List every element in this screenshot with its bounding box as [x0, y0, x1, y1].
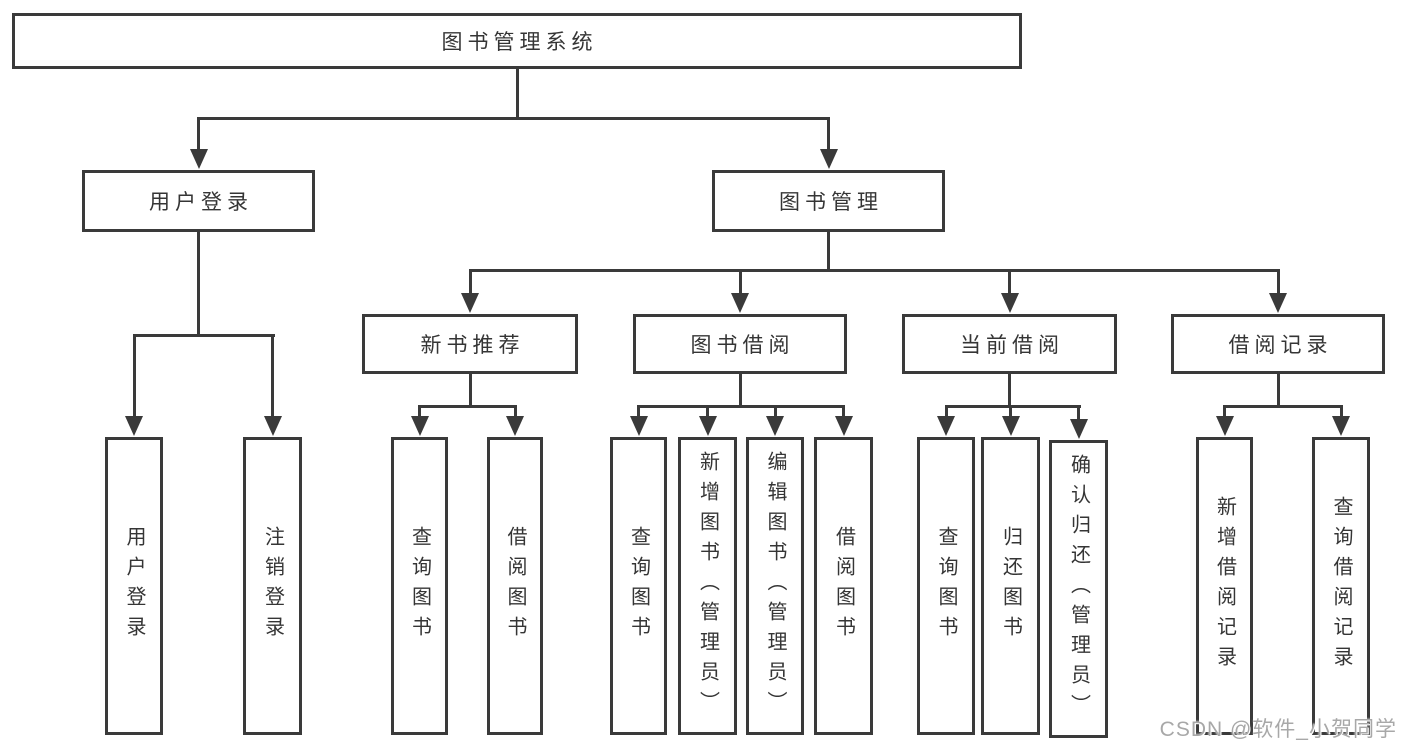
connector-drop-leaf-logout — [271, 335, 274, 421]
arrow-into-current-borrow — [1001, 293, 1019, 313]
arrow-into-leaf-nbr-query — [411, 416, 429, 436]
arrow-into-leaf-cb-confirm — [1070, 419, 1088, 439]
arrow-into-leaf-bb-borrow — [835, 416, 853, 436]
node-borrow-record: 借阅记录 — [1171, 314, 1385, 374]
node-leaf-br-query: 查询借阅记录 — [1312, 437, 1370, 735]
connector-stem-current-borrow — [1008, 374, 1011, 406]
connector-drop-leaf-user-login — [133, 335, 136, 421]
node-label-leaf-br-add: 新增借阅记录 — [1213, 496, 1236, 676]
node-label-book-mgmt: 图书管理 — [779, 191, 883, 214]
arrow-into-leaf-user-login — [125, 416, 143, 436]
node-leaf-br-add: 新增借阅记录 — [1196, 437, 1253, 735]
node-label-new-book-rec: 新书推荐 — [420, 334, 525, 357]
node-leaf-nbr-query: 查询图书 — [391, 437, 448, 735]
node-label-leaf-user-login: 用户登录 — [123, 526, 145, 646]
node-leaf-bb-borrow: 借阅图书 — [814, 437, 873, 735]
connector-drop-new-book-rec — [469, 270, 472, 298]
arrow-into-leaf-bb-add — [699, 416, 717, 436]
connector-bar-book-mgmt — [469, 269, 1280, 272]
arrow-into-leaf-logout — [264, 416, 282, 436]
connector-drop-leaf-bb-query — [637, 406, 640, 421]
connector-stem-new-book-rec — [469, 374, 472, 406]
node-label-borrow-record: 借阅记录 — [1228, 334, 1333, 357]
connector-drop-book-mgmt — [827, 118, 830, 154]
connector-drop-leaf-nbr-borrow — [514, 406, 517, 421]
node-label-leaf-bb-borrow: 借阅图书 — [832, 526, 855, 646]
node-leaf-logout: 注销登录 — [243, 437, 302, 735]
node-label-leaf-cb-confirm: 确认归还（管理员） — [1067, 454, 1090, 724]
arrow-into-leaf-cb-query — [937, 416, 955, 436]
connector-drop-leaf-cb-return — [1009, 406, 1012, 421]
arrow-into-book-borrow — [731, 293, 749, 313]
node-label-leaf-cb-query: 查询图书 — [935, 526, 957, 646]
connector-stem-user-login — [197, 232, 200, 335]
node-label-system: 图书管理系统 — [441, 31, 598, 54]
connector-drop-current-borrow — [1008, 270, 1011, 298]
connector-bar-system — [197, 117, 830, 120]
node-new-book-rec: 新书推荐 — [362, 314, 578, 374]
node-leaf-nbr-borrow: 借阅图书 — [487, 437, 543, 735]
connector-drop-borrow-record — [1277, 270, 1280, 298]
connector-bar-borrow-record — [1223, 405, 1343, 408]
connector-stem-system — [516, 69, 519, 118]
node-label-user-login: 用户登录 — [149, 191, 253, 214]
node-label-leaf-nbr-borrow: 借阅图书 — [504, 526, 526, 646]
connector-drop-leaf-nbr-query — [418, 406, 421, 421]
node-system: 图书管理系统 — [12, 13, 1022, 69]
node-label-leaf-br-query: 查询借阅记录 — [1330, 496, 1352, 676]
arrow-into-leaf-br-query — [1332, 416, 1350, 436]
connector-bar-user-login — [133, 334, 275, 337]
arrow-into-leaf-nbr-borrow — [506, 416, 524, 436]
connector-stem-book-mgmt — [827, 232, 830, 270]
node-user-login: 用户登录 — [82, 170, 315, 232]
node-book-borrow: 图书借阅 — [633, 314, 847, 374]
arrow-into-leaf-bb-query — [630, 416, 648, 436]
connector-bar-book-borrow — [637, 405, 845, 408]
arrow-into-leaf-br-add — [1216, 416, 1234, 436]
arrow-into-leaf-cb-return — [1002, 416, 1020, 436]
connector-stem-book-borrow — [739, 374, 742, 406]
connector-drop-leaf-cb-confirm — [1077, 406, 1080, 424]
watermark: CSDN @软件_小贺同学 — [1159, 718, 1397, 741]
connector-bar-new-book-rec — [418, 405, 517, 408]
connector-drop-leaf-br-query — [1340, 406, 1343, 421]
node-label-leaf-cb-return: 归还图书 — [999, 526, 1022, 646]
connector-drop-leaf-bb-borrow — [842, 406, 845, 421]
connector-drop-leaf-bb-edit — [774, 406, 777, 421]
node-leaf-user-login: 用户登录 — [105, 437, 163, 735]
connector-drop-leaf-cb-query — [945, 406, 948, 421]
connector-bar-current-borrow — [945, 405, 1081, 408]
arrow-into-leaf-bb-edit — [766, 416, 784, 436]
arrow-into-book-mgmt — [820, 149, 838, 169]
node-label-leaf-nbr-query: 查询图书 — [408, 526, 431, 646]
node-label-current-borrow: 当前借阅 — [960, 334, 1064, 357]
node-leaf-cb-return: 归还图书 — [981, 437, 1040, 735]
node-leaf-cb-query: 查询图书 — [917, 437, 975, 735]
connector-drop-leaf-br-add — [1223, 406, 1226, 421]
connector-drop-leaf-bb-add — [706, 406, 709, 421]
connector-drop-user-login — [197, 118, 200, 154]
node-label-book-borrow: 图书借阅 — [690, 334, 795, 357]
arrow-into-user-login — [190, 149, 208, 169]
node-label-leaf-logout: 注销登录 — [261, 526, 284, 646]
node-leaf-bb-edit: 编辑图书（管理员） — [746, 437, 804, 735]
node-label-leaf-bb-edit: 编辑图书（管理员） — [764, 451, 786, 721]
node-label-leaf-bb-query: 查询图书 — [627, 526, 650, 646]
node-current-borrow: 当前借阅 — [902, 314, 1117, 374]
node-label-leaf-bb-add: 新增图书（管理员） — [696, 451, 719, 721]
connector-stem-borrow-record — [1277, 374, 1280, 406]
arrow-into-new-book-rec — [461, 293, 479, 313]
node-leaf-bb-query: 查询图书 — [610, 437, 667, 735]
arrow-into-borrow-record — [1269, 293, 1287, 313]
node-book-mgmt: 图书管理 — [712, 170, 945, 232]
node-leaf-bb-add: 新增图书（管理员） — [678, 437, 737, 735]
connector-drop-book-borrow — [739, 270, 742, 298]
node-leaf-cb-confirm: 确认归还（管理员） — [1049, 440, 1108, 738]
